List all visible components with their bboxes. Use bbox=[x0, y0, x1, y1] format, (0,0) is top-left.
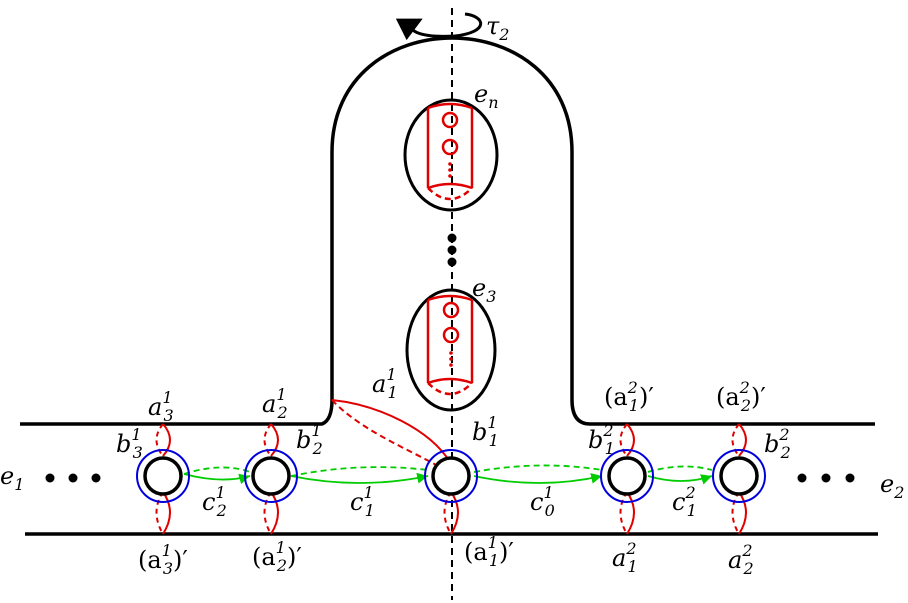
dot bbox=[68, 473, 78, 483]
dot bbox=[447, 233, 457, 243]
dot bbox=[45, 473, 55, 483]
handle-e3 bbox=[405, 288, 497, 412]
label-e1: e1 bbox=[0, 462, 24, 494]
dot bbox=[447, 257, 457, 267]
rotation-arrow-icon bbox=[395, 12, 483, 41]
curve-a11 bbox=[331, 399, 451, 463]
surface-top-boundary bbox=[20, 36, 875, 426]
handle-en bbox=[403, 98, 499, 212]
label-en: en bbox=[474, 80, 499, 112]
c-curves bbox=[183, 464, 713, 485]
hole-4 bbox=[600, 423, 654, 535]
dot bbox=[821, 473, 831, 483]
dot bbox=[447, 245, 457, 255]
dot bbox=[91, 473, 101, 483]
dot bbox=[845, 473, 855, 483]
label-e2: e2 bbox=[880, 470, 904, 502]
dot bbox=[797, 473, 807, 483]
label-tau2: τ2 bbox=[486, 12, 509, 44]
hole-2 bbox=[244, 423, 298, 535]
hole-1 bbox=[136, 423, 190, 535]
curve-a11-hidden bbox=[331, 399, 439, 467]
hole-5 bbox=[712, 423, 766, 535]
hole-3 bbox=[424, 449, 478, 535]
label-e3: e3 bbox=[472, 274, 496, 306]
